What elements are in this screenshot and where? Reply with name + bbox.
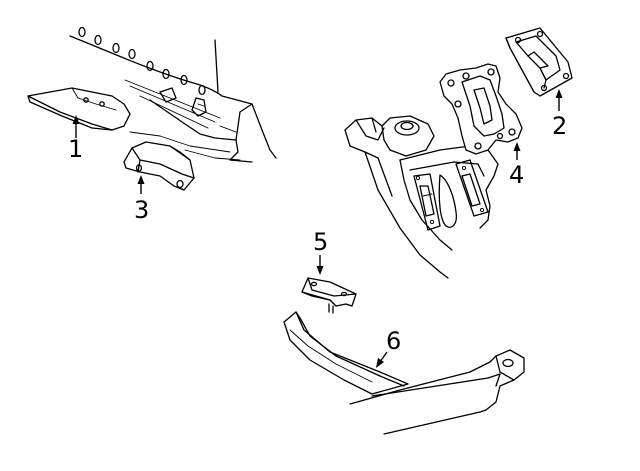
callout-5-arrowhead [316,266,324,275]
part-6-crossmember [283,311,525,435]
callout-5: 5 [313,228,328,275]
callout-4-arrowhead [513,142,521,151]
callout-2-number: 2 [552,112,567,140]
callout-1: 1 [68,115,83,163]
callout-6-number: 6 [386,327,401,355]
callout-4: 4 [509,142,524,189]
part-2-mount [505,27,573,97]
callout-3: 3 [134,175,149,224]
callout-3-number: 3 [134,196,149,224]
engine-block-drawing [69,26,277,163]
callout-6-arrowhead [376,358,384,368]
part-1-bracket [27,87,131,131]
callout-4-number: 4 [509,161,524,189]
callout-2: 2 [552,89,567,140]
callout-2-arrowhead [555,89,563,98]
callout-1-number: 1 [68,135,83,163]
part-4-mount-plate [439,63,523,155]
callout-6: 6 [376,327,401,368]
transmission-drawing [344,115,499,279]
callout-1-arrowhead [72,115,80,124]
callout-5-number: 5 [313,228,328,256]
part-5-insulator [301,277,357,314]
callout-3-arrowhead [137,175,145,184]
part-3-engine-mount [123,141,195,191]
